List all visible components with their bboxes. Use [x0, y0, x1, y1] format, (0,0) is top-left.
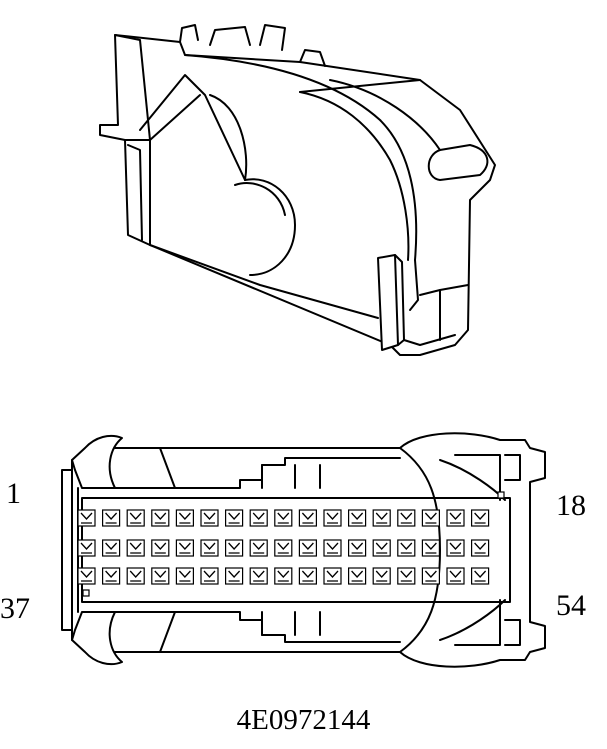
pin-cavity	[323, 539, 342, 557]
pin-cavity	[126, 567, 145, 585]
pin-cavity	[446, 567, 465, 585]
pin-cavity	[249, 567, 268, 585]
pin-label-18: 18	[556, 489, 586, 522]
pin-cavity	[200, 509, 219, 527]
pin-cavity	[77, 539, 96, 557]
pin-cavity	[175, 539, 194, 557]
pin-cavity	[175, 509, 194, 527]
pin-cavity	[471, 509, 490, 527]
connector-isometric-view	[99, 24, 496, 356]
pin-label-54: 54	[556, 589, 586, 622]
pin-cavity	[200, 539, 219, 557]
pin-cavity	[225, 567, 244, 585]
pin-cavity	[298, 509, 317, 527]
cavity-grid	[77, 509, 490, 585]
pin-cavity	[421, 567, 440, 585]
pin-cavity	[225, 539, 244, 557]
part-number: 4E0972144	[236, 704, 371, 736]
pin-label-1: 1	[6, 477, 21, 510]
pin-cavity	[249, 539, 268, 557]
pin-cavity	[323, 509, 342, 527]
pin-cavity	[151, 539, 170, 557]
pin-cavity	[348, 539, 367, 557]
pin-cavity	[77, 509, 96, 527]
pin-cavity	[200, 567, 219, 585]
pin-cavity	[421, 539, 440, 557]
pin-cavity	[151, 567, 170, 585]
pin-cavity	[323, 567, 342, 585]
pin-cavity	[421, 509, 440, 527]
pin-cavity	[225, 509, 244, 527]
pin-label-37: 37	[0, 592, 30, 625]
pin-cavity	[249, 509, 268, 527]
pin-cavity	[274, 509, 293, 527]
pin-cavity	[471, 539, 490, 557]
pin-cavity	[101, 567, 121, 585]
pin-cavity	[446, 509, 465, 527]
pin-cavity	[372, 509, 391, 527]
pin-cavity	[298, 567, 317, 585]
pin-cavity	[126, 509, 145, 527]
pin-cavity	[446, 539, 465, 557]
pin-cavity	[77, 567, 96, 585]
pin-cavity	[471, 567, 490, 585]
pin-cavity	[372, 567, 391, 585]
pin-cavity	[397, 567, 416, 585]
pin-cavity	[397, 509, 416, 527]
pin-cavity	[348, 509, 367, 527]
connector-front-view	[61, 432, 546, 668]
pin-cavity	[372, 539, 391, 557]
pin-cavity	[298, 539, 317, 557]
pin-cavity	[348, 567, 367, 585]
pin-cavity	[175, 567, 194, 585]
pin-cavity	[101, 509, 121, 527]
pin-cavity	[151, 509, 170, 527]
pin-cavity	[126, 539, 145, 557]
pin-cavity	[101, 539, 121, 557]
pin-cavity	[397, 539, 416, 557]
pin-cavity	[274, 539, 293, 557]
pin-cavity	[274, 567, 293, 585]
